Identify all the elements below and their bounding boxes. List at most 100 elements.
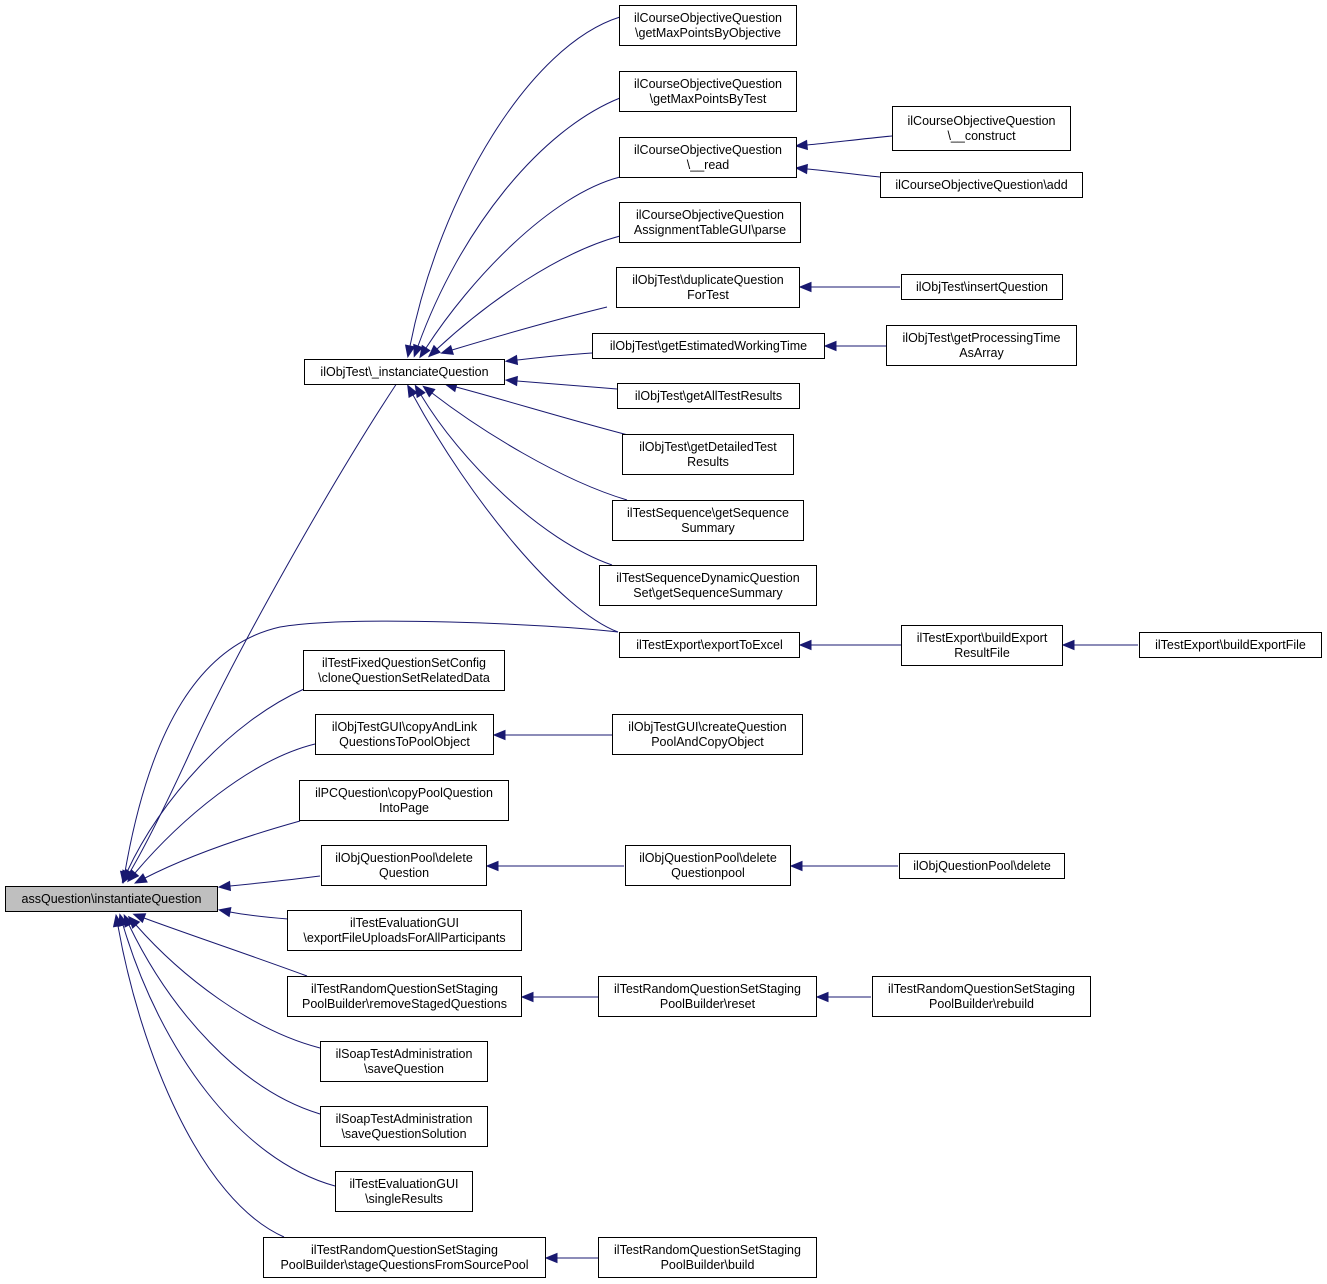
node-n7[interactable]: ilCourseObjectiveQuestionAssignmentTable… bbox=[619, 202, 801, 243]
arrowhead-n4-n1 bbox=[419, 344, 431, 359]
node-n32[interactable]: ilTestEvaluationGUI\singleResults bbox=[335, 1171, 473, 1212]
node-label-line: ilTestFixedQuestionSetConfig bbox=[322, 656, 486, 670]
node-n9[interactable]: ilObjTest\insertQuestion bbox=[901, 274, 1063, 300]
node-label-line: ilTestEvaluationGUI bbox=[349, 1177, 458, 1191]
edge-n12-n1 bbox=[516, 380, 618, 390]
node-box bbox=[622, 434, 794, 475]
node-box bbox=[616, 267, 800, 308]
node-box bbox=[880, 172, 1083, 198]
arrowhead-n29-n28 bbox=[815, 991, 829, 1003]
node-n14[interactable]: ilTestSequence\getSequenceSummary bbox=[612, 500, 804, 541]
node-label-line: \__read bbox=[687, 158, 729, 172]
arrowhead-n21-n20 bbox=[492, 729, 506, 741]
node-n27[interactable]: ilTestRandomQuestionSetStagingPoolBuilde… bbox=[287, 976, 522, 1017]
node-n2[interactable]: ilCourseObjectiveQuestion\getMaxPointsBy… bbox=[619, 5, 797, 46]
node-box bbox=[335, 1171, 473, 1212]
node-label-line: ilTestSequence\getSequence bbox=[627, 506, 789, 520]
node-box bbox=[619, 137, 797, 178]
arrowhead-n15-n1 bbox=[414, 384, 426, 399]
node-n18[interactable]: ilTestExport\buildExportFile bbox=[1139, 632, 1322, 658]
node-n1[interactable]: ilObjTest\_instanciateQuestion bbox=[304, 359, 505, 385]
node-label-line: ilSoapTestAdministration bbox=[336, 1047, 473, 1061]
node-label-line: ilObjTest\_instanciateQuestion bbox=[320, 365, 488, 379]
arrowhead-n11-n10 bbox=[823, 340, 837, 352]
node-label-line: ilCourseObjectiveQuestion bbox=[636, 208, 784, 222]
node-n10[interactable]: ilObjTest\getEstimatedWorkingTime bbox=[592, 333, 825, 359]
node-n3[interactable]: ilCourseObjectiveQuestion\getMaxPointsBy… bbox=[619, 71, 797, 112]
node-box bbox=[299, 780, 509, 821]
node-label-line: Results bbox=[687, 455, 729, 469]
edge-n19-n0 bbox=[126, 688, 305, 873]
node-label-line: ResultFile bbox=[954, 646, 1010, 660]
node-box bbox=[1139, 632, 1322, 658]
nodes-layer: assQuestion\instantiateQuestion ilObjTest… bbox=[5, 5, 1322, 1278]
node-n26[interactable]: ilTestEvaluationGUI\exportFileUploadsFor… bbox=[287, 910, 522, 951]
arrowhead-n33-n0 bbox=[112, 913, 124, 928]
node-box bbox=[619, 71, 797, 112]
edge-n3-n1 bbox=[417, 97, 621, 347]
node-label-line: Questionpool bbox=[671, 866, 745, 880]
node-label-line: ilObjTest\getAllTestResults bbox=[635, 389, 782, 403]
arrowhead-n22-n0 bbox=[134, 873, 148, 884]
node-n4[interactable]: ilCourseObjectiveQuestion\__read bbox=[619, 137, 797, 178]
node-label-line: PoolBuilder\stageQuestionsFromSourcePool bbox=[280, 1258, 528, 1272]
node-n15[interactable]: ilTestSequenceDynamicQuestionSet\getSequ… bbox=[599, 565, 817, 606]
node-label-line: ilTestExport\buildExportFile bbox=[1155, 638, 1306, 652]
node-label-line: Summary bbox=[681, 521, 735, 535]
node-n0[interactable]: assQuestion\instantiateQuestion bbox=[5, 886, 218, 912]
node-label-line: ilCourseObjectiveQuestion bbox=[634, 11, 782, 25]
arrowhead-n27-n0 bbox=[132, 913, 147, 924]
node-label-line: ilObjTest\insertQuestion bbox=[916, 280, 1048, 294]
edge-n8-n1 bbox=[451, 306, 608, 351]
node-box bbox=[598, 976, 817, 1017]
node-n5[interactable]: ilCourseObjectiveQuestion\__construct bbox=[892, 106, 1071, 151]
edge-n7-n1 bbox=[436, 235, 621, 350]
node-box bbox=[320, 1106, 488, 1147]
node-n21[interactable]: ilObjTestGUI\createQuestionPoolAndCopyOb… bbox=[612, 714, 803, 755]
node-label-line: \getMaxPointsByObjective bbox=[635, 26, 781, 40]
edge-n16-n0 bbox=[124, 620, 619, 873]
node-n34[interactable]: ilTestRandomQuestionSetStagingPoolBuilde… bbox=[598, 1237, 817, 1278]
node-n30[interactable]: ilSoapTestAdministration\saveQuestion bbox=[320, 1041, 488, 1082]
node-label-line: ilCourseObjectiveQuestion bbox=[634, 77, 782, 91]
node-n25[interactable]: ilObjQuestionPool\delete bbox=[899, 853, 1065, 879]
node-label-line: AssignmentTableGUI\parse bbox=[634, 223, 786, 237]
node-box bbox=[619, 5, 797, 46]
node-box bbox=[321, 845, 487, 886]
node-label-line: ilTestRandomQuestionSetStaging bbox=[888, 982, 1075, 996]
node-label-line: PoolBuilder\removeStagedQuestions bbox=[302, 997, 507, 1011]
node-n29[interactable]: ilTestRandomQuestionSetStagingPoolBuilde… bbox=[872, 976, 1091, 1017]
node-n28[interactable]: ilTestRandomQuestionSetStagingPoolBuilde… bbox=[598, 976, 817, 1017]
node-box bbox=[287, 910, 522, 951]
node-n31[interactable]: ilSoapTestAdministration\saveQuestionSol… bbox=[320, 1106, 488, 1147]
arrowhead-n20-n0 bbox=[127, 869, 140, 883]
node-label-line: ilObjTest\getProcessingTime bbox=[903, 331, 1061, 345]
node-n12[interactable]: ilObjTest\getAllTestResults bbox=[617, 383, 800, 409]
arrowhead-n26-n0 bbox=[217, 906, 232, 918]
node-label-line: ilSoapTestAdministration bbox=[336, 1112, 473, 1126]
node-n16[interactable]: ilTestExport\exportToExcel bbox=[619, 632, 800, 658]
node-label-line: ilTestSequenceDynamicQuestion bbox=[616, 571, 799, 585]
arrowhead-n12-n1 bbox=[504, 375, 518, 387]
node-label-line: PoolBuilder\build bbox=[661, 1258, 755, 1272]
node-n19[interactable]: ilTestFixedQuestionSetConfig\cloneQuesti… bbox=[303, 650, 505, 691]
arrowhead-n8-n1 bbox=[440, 344, 454, 355]
node-n20[interactable]: ilObjTestGUI\copyAndLinkQuestionsToPoolO… bbox=[315, 714, 494, 755]
node-label-line: PoolBuilder\rebuild bbox=[929, 997, 1034, 1011]
edge-n4-n1 bbox=[425, 176, 621, 349]
node-box bbox=[315, 714, 494, 755]
arrowhead-n25-n24 bbox=[789, 860, 803, 872]
node-label-line: ilObjTest\duplicateQuestion bbox=[632, 273, 784, 287]
node-label-line: Question bbox=[379, 866, 429, 880]
node-box bbox=[619, 202, 801, 243]
node-n33[interactable]: ilTestRandomQuestionSetStagingPoolBuilde… bbox=[263, 1237, 546, 1278]
node-n6[interactable]: ilCourseObjectiveQuestion\add bbox=[880, 172, 1083, 198]
